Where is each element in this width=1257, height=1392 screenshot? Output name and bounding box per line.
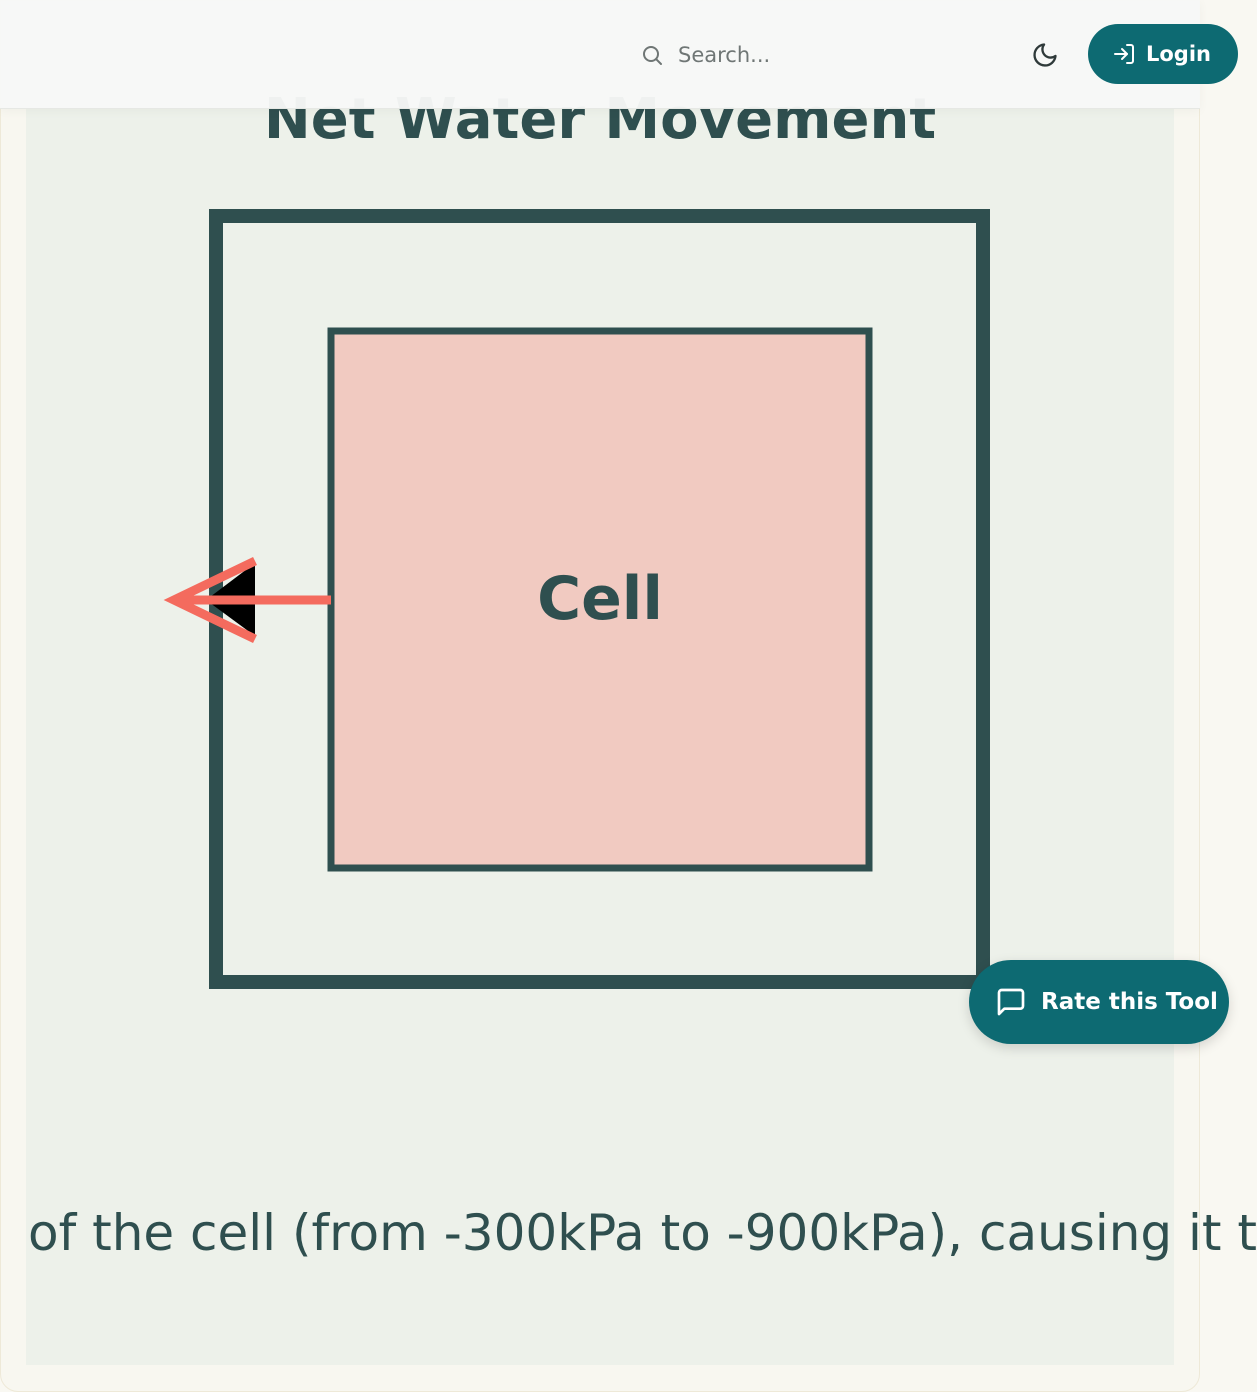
message-square-icon: [997, 988, 1025, 1016]
login-label: Login: [1146, 42, 1211, 66]
cell-box: [327, 327, 873, 872]
arrow-head: [163, 556, 257, 644]
explanation-text: of the cell (from -300kPa to -900kPa), c…: [28, 1204, 1257, 1262]
cell-label: Cell: [537, 564, 663, 634]
top-navigation-bar: Search... Login: [0, 0, 1238, 109]
search-placeholder: Search...: [678, 43, 771, 67]
theme-toggle-button[interactable]: [1026, 36, 1064, 74]
rate-label: Rate this Tool: [1041, 989, 1218, 1015]
osmosis-diagram: Cell: [163, 209, 990, 989]
moon-icon: [1033, 43, 1057, 67]
rate-this-tool-button[interactable]: Rate this Tool: [969, 960, 1229, 1044]
login-button[interactable]: Login: [1088, 24, 1238, 84]
water-movement-arrow: [163, 556, 331, 644]
log-in-icon: [1114, 44, 1134, 64]
search-input[interactable]: Search...: [640, 36, 900, 74]
search-icon: [643, 46, 662, 65]
